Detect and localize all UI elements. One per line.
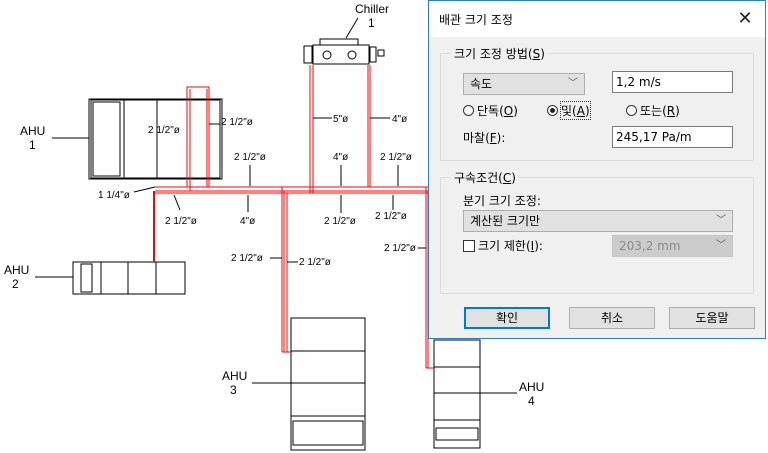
pipe-size-label: 2 1/2"ø [234,152,266,163]
ahu-2-number: 2 [12,277,19,291]
chevron-down-icon: ﹀ [716,240,726,251]
radio-and-circle [547,105,558,116]
close-icon[interactable]: ✕ [737,8,753,29]
sizing-method-select[interactable]: 속도 ﹀ [463,73,585,95]
pipe-size-label: 2 1/2"ø [221,117,253,128]
velocity-input[interactable]: 1,2 m/s [612,71,733,93]
radio-or-label: 또는(R) [640,104,680,118]
chevron-down-icon: ﹀ [568,78,578,89]
pipe-size-label: 2 1/2"ø [148,125,180,136]
pipe-size-label: 2 1/2"ø [380,152,412,163]
radio-only-circle [463,105,474,116]
chiller-label: Chiller [355,2,389,16]
radio-only[interactable]: 단독(O) [463,102,518,119]
ahu-2-unit[interactable] [72,261,186,295]
pipe-size-label: 4"ø [333,152,348,163]
checkbox-box [463,239,475,252]
constraints-label: 구속조건(C) [451,169,519,186]
ahu-2-label: AHU [4,263,29,277]
pipe-size-label: 2 1/2"ø [231,253,263,264]
ahu-3-label: AHU [222,369,247,383]
size-limit-select[interactable]: 203,2 mm ﹀ [612,235,733,257]
pipe-size-label: 4"ø [392,114,407,125]
size-limit-label: 크기 제한(I): [478,239,543,253]
sizing-method-group: 크기 조정 방법(S) [440,45,754,161]
sizing-method-value: 속도 [470,77,493,91]
sizing-method-label: 크기 조정 방법(S) [451,45,548,62]
ahu-3-unit[interactable] [290,317,366,451]
cancel-button[interactable]: 취소 [569,307,655,329]
ahu-1-label: AHU [20,124,45,138]
dialog-titlebar[interactable]: 배관 크기 조정 ✕ [429,1,765,37]
pipe-size-label: 1 1/4"ø [98,190,130,201]
pipe-size-label: 2 1/2"ø [375,211,407,222]
size-limit-checkbox[interactable]: 크기 제한(I): [463,237,543,254]
chevron-down-icon: ﹀ [716,215,726,226]
friction-label: 마찰(F): [463,131,506,145]
ahu-4-number: 4 [528,394,535,408]
radio-and[interactable]: 및(A) [547,101,591,120]
ahu-3-number: 3 [230,383,237,397]
pipe-size-label: 4"ø [240,216,255,227]
radio-or[interactable]: 또는(R) [626,102,680,119]
pipe-size-label: 2 1/2"ø [299,257,331,268]
radio-only-label: 단독(O) [477,104,518,118]
chiller-unit[interactable] [303,38,385,65]
radio-and-label: 및(A) [560,101,591,120]
pipe-size-label: 5"ø [333,114,348,125]
friction-input[interactable]: 245,17 Pa/m [612,126,733,148]
pipe-size-label: 2 1/2"ø [165,216,197,227]
dialog-title: 배관 크기 조정 [439,13,513,27]
ahu-4-unit[interactable] [433,339,481,449]
constraints-group: 구속조건(C) [440,169,754,294]
branch-sizing-select[interactable]: 계산된 크기만 ﹀ [463,210,733,232]
pipe-size-label: 2 1/2"ø [384,243,416,254]
radio-or-circle [626,105,637,116]
ok-button[interactable]: 확인 [464,307,550,329]
branch-sizing-value: 계산된 크기만 [470,214,541,228]
chiller-number: 1 [368,16,375,30]
ahu-4-label: AHU [519,380,544,394]
ahu-1-unit[interactable] [88,98,223,180]
help-button[interactable]: 도움말 [669,307,755,329]
size-limit-value: 203,2 mm [619,239,681,253]
pipe-size-label: 2 1/2"ø [324,216,356,227]
branch-sizing-label: 분기 크기 조정: [463,194,541,208]
ahu-1-number: 1 [29,138,36,152]
pipe-sizing-dialog: 배관 크기 조정 ✕ 크기 조정 방법(S) 속도 ﹀ 1,2 m/s 단독(O… [428,0,766,339]
